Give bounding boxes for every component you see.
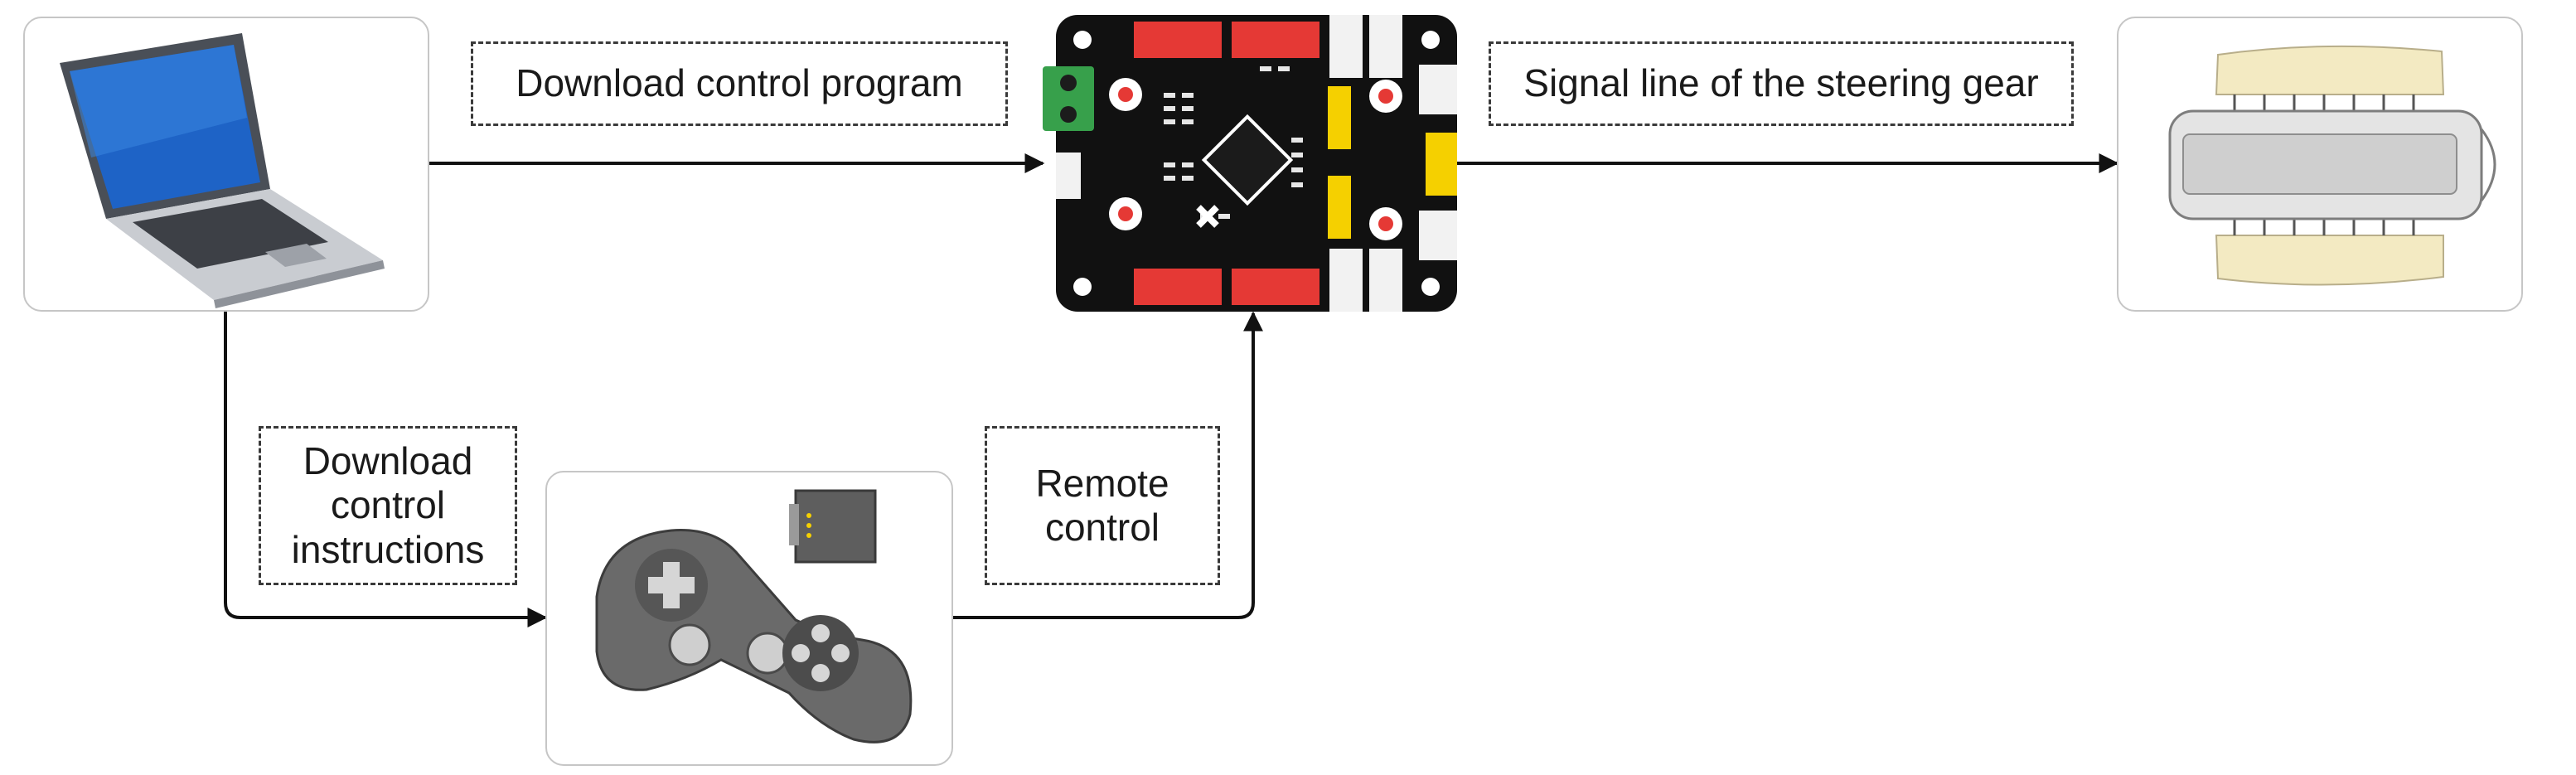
power-terminal <box>1043 66 1094 131</box>
arrow-laptop-to-gamepad <box>224 312 548 627</box>
label-download-control-program-text: Download control program <box>516 61 963 105</box>
action-buttons <box>782 615 859 691</box>
label-download-control-program: Download control program <box>471 41 1008 126</box>
robot-jaw-mechanism-icon <box>2168 45 2496 286</box>
header-top-right <box>1232 22 1319 58</box>
label-signal-line: Signal line of the steering gear <box>1489 41 2074 126</box>
header-yellow-2 <box>1328 176 1351 239</box>
wireless-receiver-icon <box>789 489 877 564</box>
label-remote-control-text: Remote control <box>1035 461 1169 549</box>
header-yellow-3 <box>1426 133 1457 196</box>
label-download-control-instructions-text: Download control instructions <box>291 438 485 571</box>
actuator-box <box>2117 17 2523 312</box>
label-download-control-instructions: Download control instructions <box>259 426 517 585</box>
usb-port <box>1056 153 1081 199</box>
header-bottom-right <box>1232 269 1319 305</box>
gamepad-icon <box>595 529 913 744</box>
laptop-icon <box>60 33 385 308</box>
mcu-chip <box>1201 114 1294 206</box>
label-signal-line-text: Signal line of the steering gear <box>1523 61 2039 105</box>
header-bottom-left <box>1134 269 1222 305</box>
header-top-left <box>1134 22 1222 58</box>
laptop-box <box>23 17 429 312</box>
label-remote-control: Remote control <box>985 426 1220 585</box>
header-yellow-1 <box>1328 86 1351 149</box>
arrow-gamepad-to-board <box>953 311 1263 619</box>
servo-controller-board-icon <box>1043 15 1457 312</box>
gamepad-box <box>545 471 953 766</box>
